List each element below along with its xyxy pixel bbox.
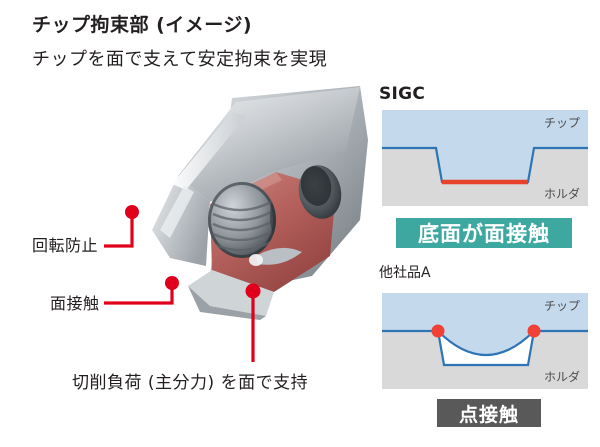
chip-body-other — [382, 293, 588, 355]
chip-label-sigc: チップ — [543, 116, 580, 130]
drill-tip-render — [60, 80, 370, 320]
groove-highlight — [249, 254, 263, 266]
coolant-hole-shadow — [300, 166, 332, 206]
callout-label-load: 切削負荷 (主分力) を面で支持 — [72, 373, 309, 393]
pocket-outline-other — [436, 330, 536, 367]
chip-body-sigc — [382, 110, 588, 182]
screw-threads — [211, 185, 276, 255]
contact-point-left — [431, 324, 445, 338]
diagram-sigc-flat-contact: チップ ホルダ — [382, 110, 588, 206]
seat-pad-shadow — [188, 286, 266, 320]
chip-label-other: チップ — [543, 299, 580, 313]
holder-label-sigc: ホルダ — [543, 187, 580, 201]
panel-title-other: 他社品A — [379, 265, 431, 281]
diagram-other-point-contact: チップ ホルダ — [382, 293, 588, 389]
holder-label-other: ホルダ — [543, 370, 580, 384]
chip-groove — [256, 247, 302, 265]
contact-point-right — [527, 324, 541, 338]
panel-title-sigc: SIGC — [379, 84, 426, 104]
badge-sigc-surface-contact: 底面が面接触 — [396, 218, 572, 248]
page-subtitle: チップを面で支えて安定拘束を実現 — [32, 49, 328, 70]
cutting-edge-highlight — [172, 112, 246, 190]
page-title: チップ拘束部 (イメージ) — [32, 14, 253, 36]
chip-outline-other — [382, 329, 588, 357]
callout-label-surface: 面接触 — [50, 294, 100, 313]
tool-top-face — [178, 87, 360, 202]
edge-land-highlight — [160, 186, 194, 238]
tool-left-flank — [152, 176, 210, 266]
callout-label-rotation: 回転防止 — [32, 236, 99, 255]
badge-other-point-contact: 点接触 — [437, 399, 541, 427]
